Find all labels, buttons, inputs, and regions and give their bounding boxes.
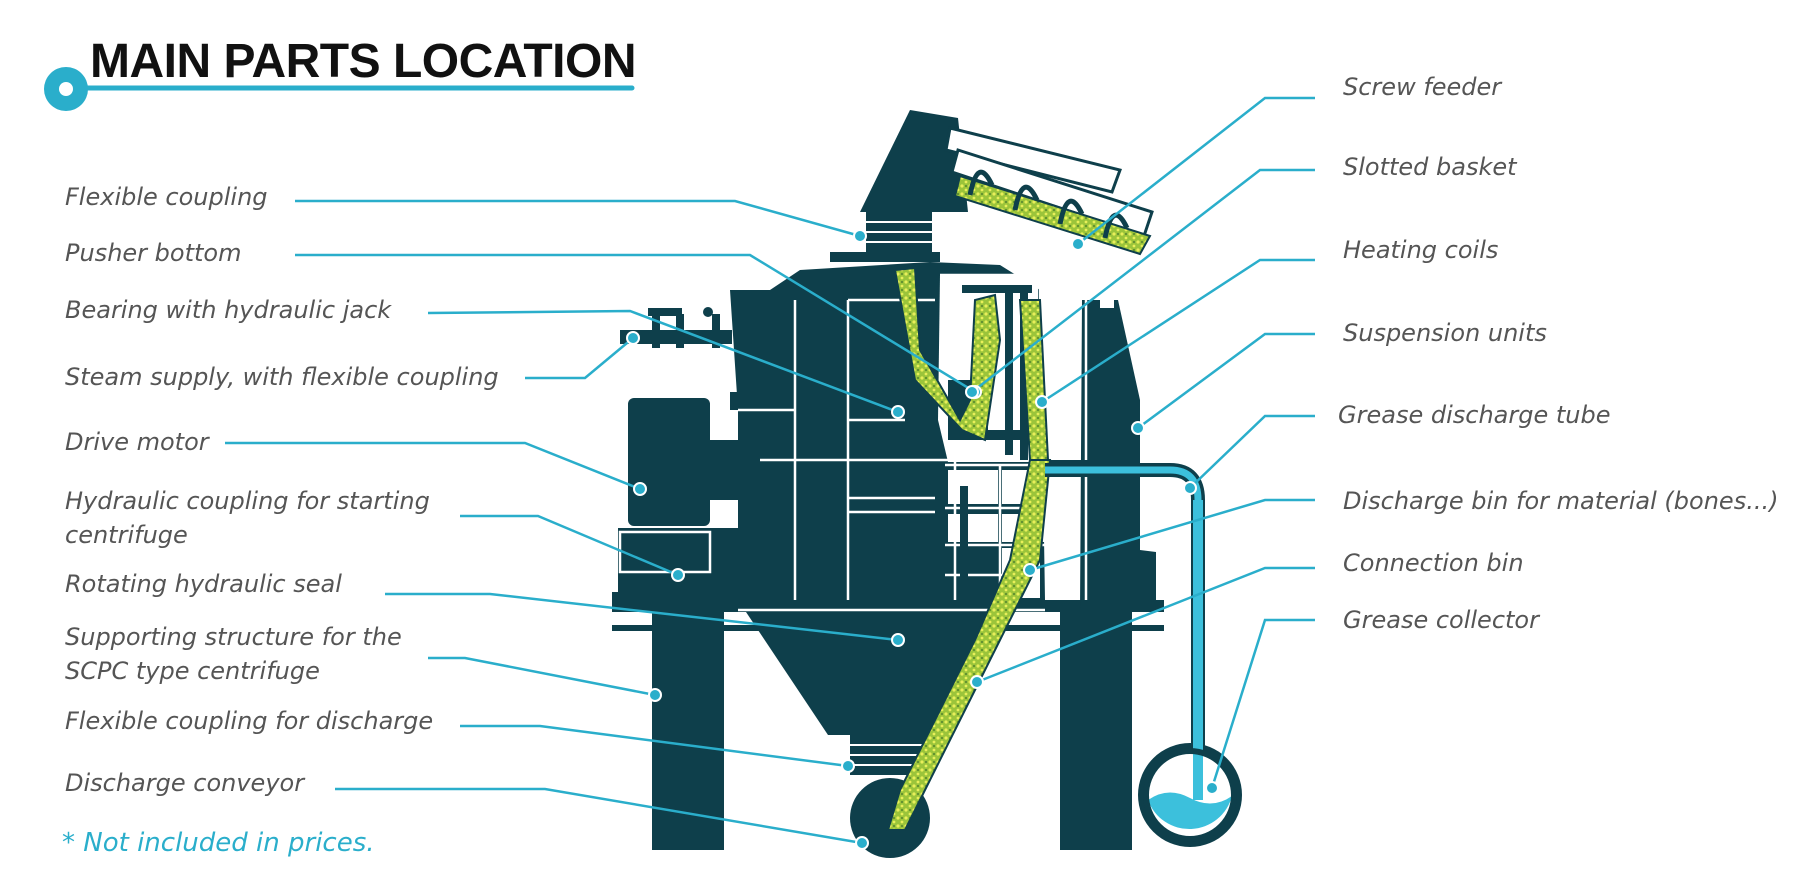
leader-dot-flexible-coupling <box>853 229 867 243</box>
footnote: * Not included in prices. <box>62 828 375 858</box>
label-line: Hydraulic coupling for starting <box>65 487 430 515</box>
leader-dot-grease-discharge-tube <box>1183 481 1197 495</box>
leader-rotating-hydraulic-seal <box>385 592 899 642</box>
label-heating-coils: Heating coils <box>1343 233 1498 267</box>
leader-discharge-conveyor <box>335 787 863 845</box>
label-line: Suspension units <box>1343 319 1547 347</box>
label-line: Rotating hydraulic seal <box>65 570 342 598</box>
leader-dot-flexible-coupling-discharge <box>841 759 855 773</box>
leader-dot-discharge-conveyor <box>855 836 869 850</box>
label-grease-collector: Grease collector <box>1343 603 1539 637</box>
grease-level <box>1148 792 1232 830</box>
leader-dot-steam-supply <box>626 331 640 345</box>
label-line: Drive motor <box>65 428 209 456</box>
leader-dots <box>626 229 1219 850</box>
leader-bearing-hydraulic-jack <box>427 309 899 414</box>
label-flexible-coupling-discharge: Flexible coupling for discharge <box>65 704 433 738</box>
label-line: Grease discharge tube <box>1338 401 1611 429</box>
label-flexible-coupling: Flexible coupling <box>65 180 268 214</box>
leader-suspension-units <box>1137 332 1315 430</box>
leader-grease-collector <box>1210 618 1315 789</box>
leader-grease-discharge-tube <box>1189 414 1315 489</box>
label-screw-feeder: Screw feeder <box>1343 70 1501 104</box>
label-line: Discharge conveyor <box>65 769 305 797</box>
label-grease-discharge-tube: Grease discharge tube <box>1338 398 1610 432</box>
leader-connection-bin <box>976 566 1315 684</box>
label-rotating-hydraulic-seal: Rotating hydraulic seal <box>65 567 342 601</box>
feed-hopper <box>860 110 968 212</box>
page-title: MAIN PARTS LOCATION <box>90 35 637 88</box>
label-connection-bin: Connection bin <box>1343 546 1524 580</box>
label-line: Slotted basket <box>1343 153 1517 181</box>
leader-dot-heating-coils <box>1035 395 1049 409</box>
leader-flexible-coupling-discharge <box>460 724 849 768</box>
label-line: Connection bin <box>1343 549 1524 577</box>
label-drive-motor: Drive motor <box>65 425 209 459</box>
label-pusher-bottom: Pusher bottom <box>65 236 241 270</box>
label-line: Flexible coupling for discharge <box>65 707 434 735</box>
leader-heating-coils <box>1041 258 1315 404</box>
leader-hydraulic-coupling <box>460 514 679 577</box>
leader-dot-grease-collector <box>1205 781 1219 795</box>
label-suspension-units: Suspension units <box>1343 316 1547 350</box>
discharge-cone <box>738 600 1000 735</box>
label-line: Screw feeder <box>1343 73 1502 101</box>
leader-dot-drive-motor <box>633 482 647 496</box>
label-line: Heating coils <box>1343 236 1499 264</box>
label-line: Flexible coupling <box>65 183 268 211</box>
label-line: Grease collector <box>1343 606 1539 634</box>
title-decoration <box>44 67 635 111</box>
label-discharge-conveyor: Discharge conveyor <box>65 766 304 800</box>
leader-flexible-coupling <box>295 199 861 238</box>
label-hydraulic-coupling: Hydraulic coupling for starting centrifug… <box>65 484 430 552</box>
leader-dot-screw-feeder <box>1071 237 1085 251</box>
leader-discharge-bin <box>1029 498 1315 572</box>
leader-supporting-structure <box>428 656 656 697</box>
label-discharge-bin: Discharge bin for material (bones...) <box>1343 484 1778 518</box>
leader-slotted-basket <box>971 168 1315 393</box>
leader-dot-slotted-basket <box>965 385 979 399</box>
leader-lines <box>225 96 1315 845</box>
leader-screw-feeder <box>1077 96 1315 245</box>
label-line: Discharge bin for material (bones...) <box>1343 487 1779 515</box>
leader-steam-supply <box>525 337 634 380</box>
label-line: Supporting structure for the <box>65 623 402 651</box>
leader-dot-rotating-hydraulic-seal <box>891 633 905 647</box>
label-line: Bearing with hydraulic jack <box>65 296 392 324</box>
leader-dot-discharge-bin <box>1023 563 1037 577</box>
label-line: SCPC type centrifuge <box>65 657 320 685</box>
drive-motor-shape <box>628 398 710 526</box>
label-line: Steam supply, with flexible coupling <box>65 363 499 391</box>
label-line: centrifuge <box>65 521 188 549</box>
screw-feeder-shape <box>944 126 1154 256</box>
label-line: Pusher bottom <box>65 239 242 267</box>
leader-dot-supporting-structure <box>648 688 662 702</box>
leader-dot-hydraulic-coupling <box>671 568 685 582</box>
leader-dot-connection-bin <box>970 675 984 689</box>
right-leg <box>1060 605 1132 850</box>
label-bearing-hydraulic-jack: Bearing with hydraulic jack <box>65 293 391 327</box>
leader-drive-motor <box>225 441 641 491</box>
suspension-tower <box>1080 300 1156 608</box>
leader-pusher-bottom <box>295 253 976 394</box>
leader-dot-bearing-hydraulic-jack <box>891 405 905 419</box>
leader-dot-suspension-units <box>1131 421 1145 435</box>
grease-tube <box>1045 463 1205 770</box>
label-slotted-basket: Slotted basket <box>1343 150 1517 184</box>
label-steam-supply: Steam supply, with flexible coupling <box>65 360 499 394</box>
